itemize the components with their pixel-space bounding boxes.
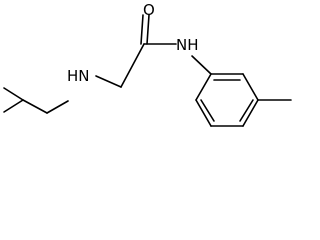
bond-carbonyl-double-1 bbox=[140, 14, 144, 45]
bond-amide-n-ring bbox=[191, 55, 212, 75]
bond-nh-ch2 bbox=[95, 75, 122, 88]
bond-isobutyl-methyl-upper bbox=[3, 87, 24, 101]
structure-diagram: HN O NH bbox=[3, 1, 292, 127]
bond-ch2-carbonyl bbox=[120, 43, 145, 88]
bond-isobutyl-ch-ch2 bbox=[22, 99, 48, 114]
bond-carbonyl-double-2 bbox=[146, 14, 150, 45]
oxygen-label: O bbox=[143, 1, 155, 19]
ring-double-bond-2 bbox=[239, 99, 254, 122]
amine-nitrogen-label: HN bbox=[67, 67, 90, 85]
ring-bond-5 bbox=[195, 99, 212, 127]
ring-bond-2 bbox=[242, 73, 259, 101]
bond-isobutyl-methyl-lower bbox=[3, 99, 24, 113]
ring-double-bond-3 bbox=[200, 99, 215, 122]
ring-bond-6 bbox=[195, 73, 212, 101]
bond-ch2-nh bbox=[46, 100, 69, 114]
amide-nitrogen-label: NH bbox=[176, 36, 199, 54]
ring-bond-3 bbox=[242, 99, 259, 127]
